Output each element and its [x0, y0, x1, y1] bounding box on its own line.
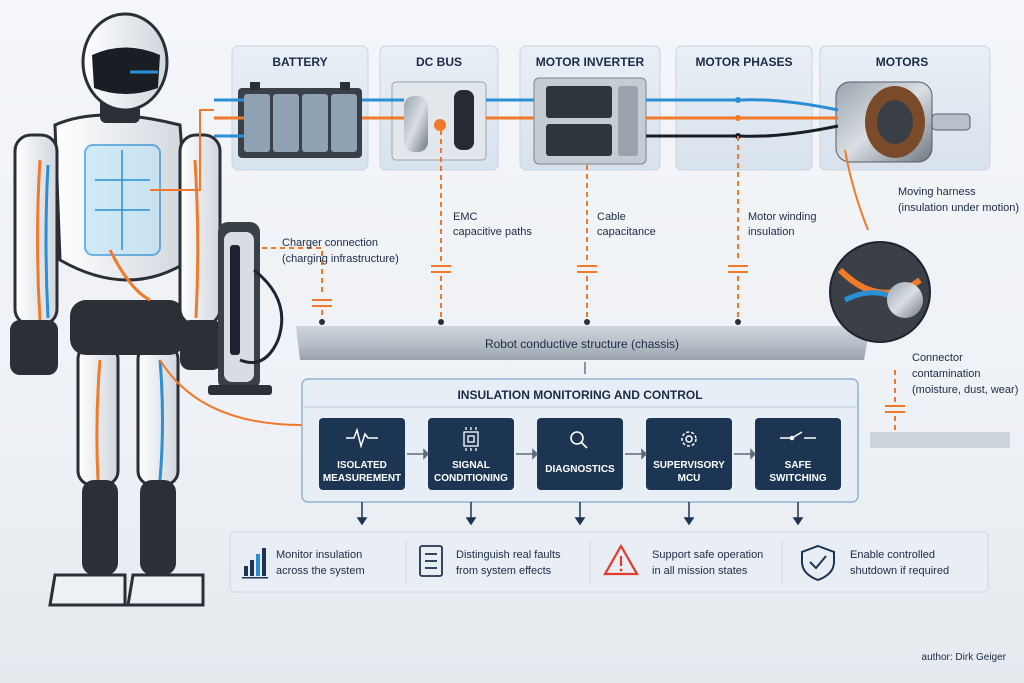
block-label-measurement-1: ISOLATED: [337, 460, 387, 471]
checklist-icon: [419, 545, 443, 577]
warning-icon: [603, 543, 639, 576]
robot-illustration: [10, 12, 222, 607]
harness-label-1: Moving harness: [898, 186, 976, 198]
benefit-distinguish-2: from system effects: [456, 565, 552, 577]
chip-icon: [463, 427, 479, 451]
cable-label-1: Cable: [597, 211, 626, 223]
shield-check-icon: [801, 544, 835, 582]
benefit-monitor-1: Monitor insulation: [276, 549, 362, 561]
chassis-label: Robot conductive structure (chassis): [485, 337, 679, 351]
motor-icon: [835, 81, 971, 163]
component-label-motors: MOTORS: [876, 55, 928, 69]
block-label-mcu-2: MCU: [678, 473, 701, 484]
inverter-icon: [533, 77, 647, 165]
block-label-diagnostics: DIAGNOSTICS: [545, 464, 615, 475]
monitoring-title: INSULATION MONITORING AND CONTROL: [457, 388, 702, 402]
block-label-conditioning-1: SIGNAL: [452, 460, 490, 471]
gear-icon: [681, 431, 697, 447]
block-label-switching-1: SAFE: [785, 460, 812, 471]
connector-label-1: Connector: [912, 352, 963, 364]
connector-label-3: (moisture, dust, wear): [912, 384, 1018, 396]
component-label-dc-bus: DC BUS: [416, 55, 462, 69]
magnifier-icon: [570, 431, 588, 449]
author-credit: author: Dirk Geiger: [922, 652, 1007, 663]
block-label-switching-2: SWITCHING: [769, 473, 826, 484]
connector-label-2: contamination: [912, 368, 981, 380]
emc-label-1: EMC: [453, 211, 478, 223]
charger-label-1: Charger connection: [282, 237, 378, 249]
component-label-inverter: MOTOR INVERTER: [536, 55, 645, 69]
bar-chart-icon: [242, 548, 268, 579]
benefits-strip: [229, 531, 989, 593]
benefit-monitor-2: across the system: [276, 565, 365, 577]
winding-label-2: insulation: [748, 226, 794, 238]
emc-label-2: capacitive paths: [453, 226, 532, 238]
block-label-measurement-2: MEASUREMENT: [323, 473, 401, 484]
block-label-conditioning-2: CONDITIONING: [434, 473, 508, 484]
charger-illustration: [208, 222, 284, 395]
benefit-distinguish-1: Distinguish real faults: [456, 549, 561, 561]
benefit-support-2: in all mission states: [652, 565, 748, 577]
benefit-shutdown-2: shutdown if required: [850, 565, 949, 577]
power-chain: [231, 45, 991, 171]
dc-bus-icon: [391, 81, 487, 161]
capacitive-paths: [159, 130, 905, 432]
component-label-phases: MOTOR PHASES: [695, 55, 792, 69]
battery-icon: [238, 82, 362, 158]
power-lines: [150, 97, 839, 191]
cable-label-2: capacitance: [597, 226, 656, 238]
benefit-shutdown-1: Enable controlled: [850, 549, 935, 561]
winding-label-1: Motor winding: [748, 211, 816, 223]
monitoring-blocks: [319, 418, 841, 526]
benefit-support-1: Support safe operation: [652, 549, 763, 561]
component-label-battery: BATTERY: [272, 55, 327, 69]
harness-label-2: (insulation under motion): [898, 202, 1019, 214]
switch-icon: [780, 431, 816, 441]
block-label-mcu-1: SUPERVISORY: [653, 460, 725, 471]
charger-label-2: (charging infrastructure): [282, 253, 399, 265]
chassis-bar: [296, 326, 1010, 448]
waveform-icon: [346, 427, 378, 449]
connector-closeup: [829, 241, 931, 343]
